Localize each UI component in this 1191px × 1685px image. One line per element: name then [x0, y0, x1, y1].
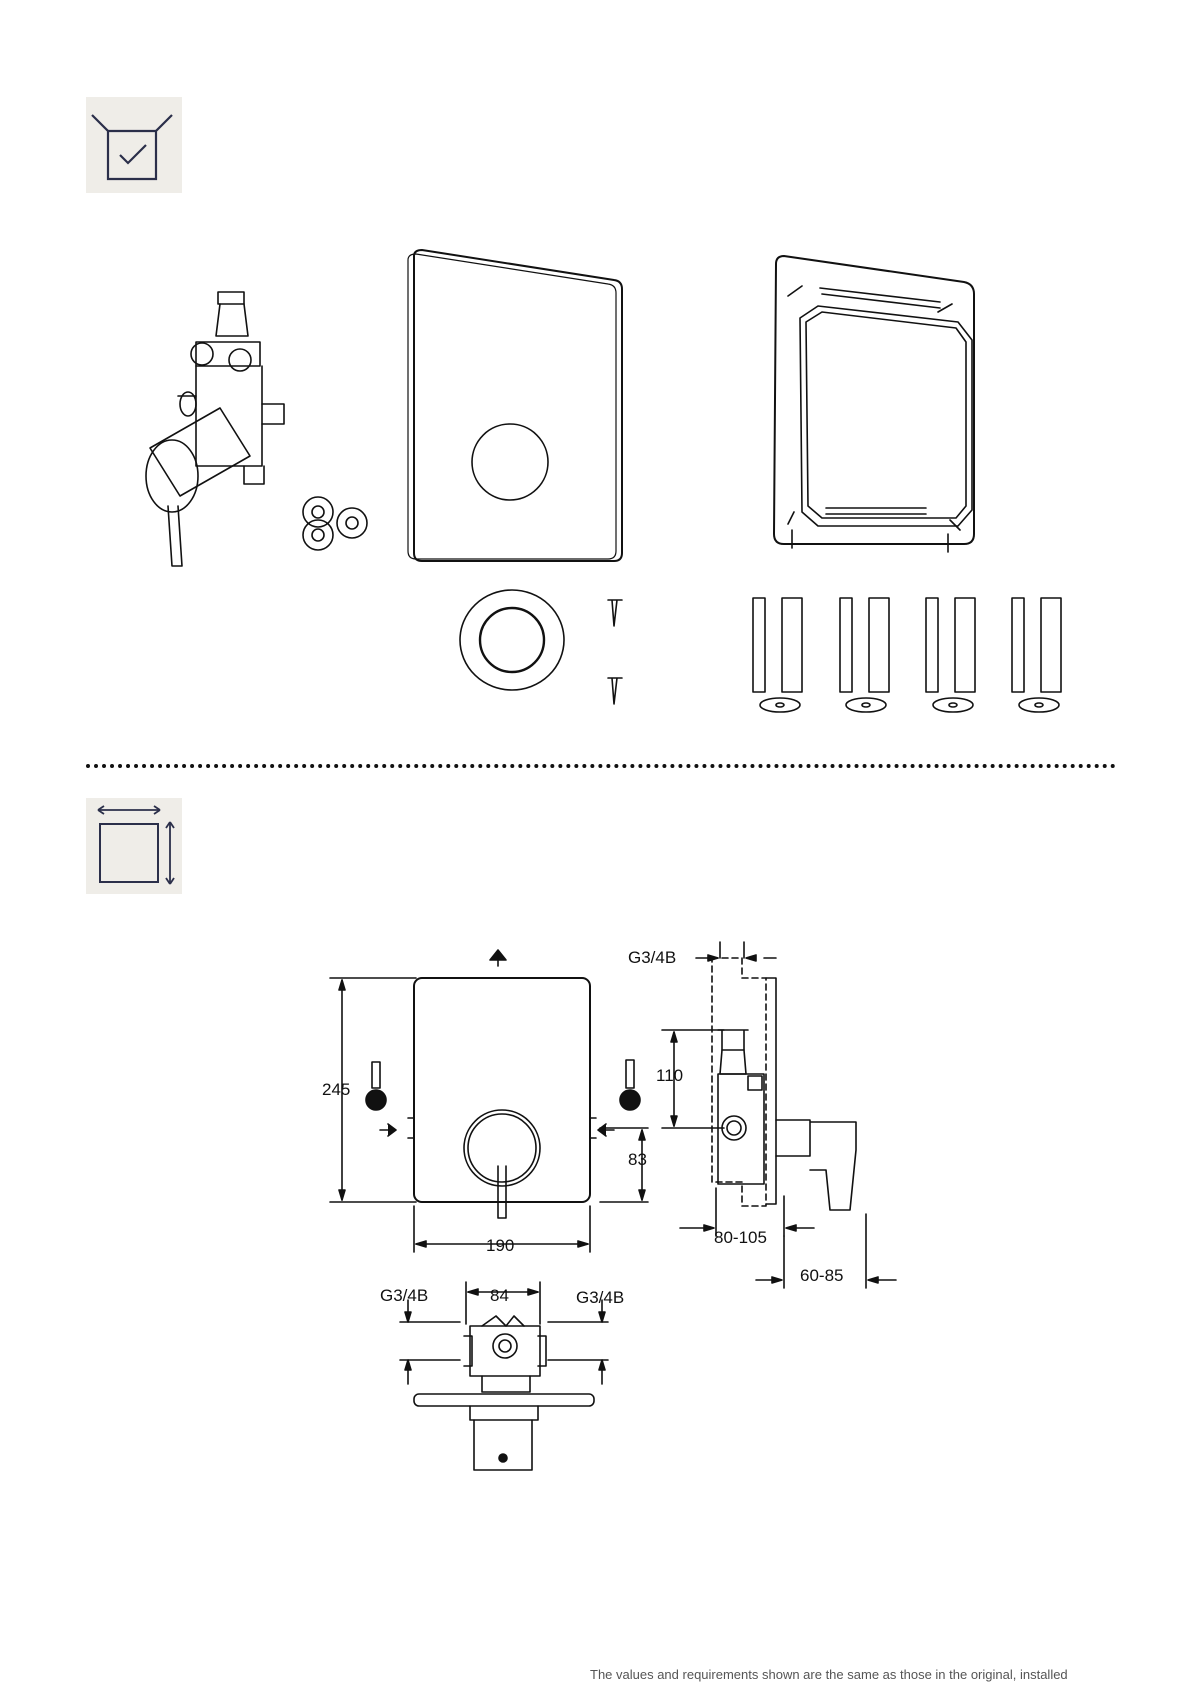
handle-height-dimension-label: 83 [628, 1150, 647, 1170]
extension-set-3 [926, 598, 975, 712]
side-view [662, 942, 896, 1288]
screws-illustration [608, 600, 622, 704]
front-view [330, 950, 648, 1252]
handle-projection-dimension-label: 60-85 [800, 1266, 843, 1286]
height-dimension-label: 245 [322, 1080, 350, 1100]
extension-set-4 [1012, 598, 1061, 712]
installation-depth-dimension-label: 80-105 [714, 1228, 767, 1248]
width-dimension-label: 190 [486, 1236, 514, 1256]
top-view [400, 1282, 608, 1470]
right-thread-dimension-label: G3/4B [576, 1288, 624, 1308]
escutcheon-illustration [460, 590, 564, 690]
center-height-dimension-label: 110 [656, 1066, 683, 1086]
mounting-frame-illustration [774, 256, 974, 552]
footer-text: The values and requirements shown are th… [590, 1667, 1068, 1682]
mixing-valve-illustration [146, 292, 367, 566]
extension-set-1 [753, 598, 802, 712]
cover-plate-illustration [408, 250, 622, 561]
left-thread-dimension-label: G3/4B [380, 1286, 428, 1306]
connection-spacing-dimension-label: 84 [490, 1286, 509, 1306]
extension-set-2 [840, 598, 889, 712]
top-thread-dimension-label: G3/4B [628, 948, 676, 968]
